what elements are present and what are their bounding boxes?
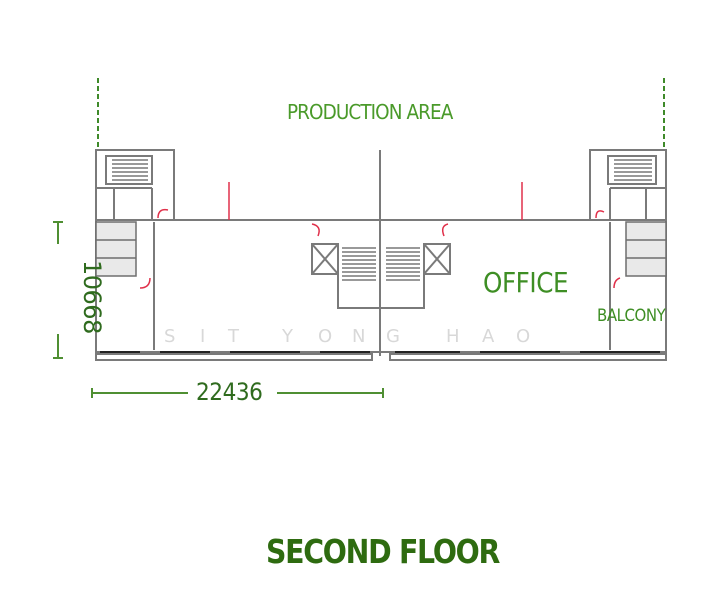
watermark-letter: H xyxy=(446,326,460,347)
left-toilet-door-swing xyxy=(139,277,151,289)
watermark-letter: T xyxy=(228,326,239,347)
dimension-lines xyxy=(53,221,384,398)
width-dimension-label: 22436 xyxy=(196,378,263,406)
watermark-letter: O xyxy=(318,326,333,347)
main-walls xyxy=(95,150,667,361)
left-core-door-swing xyxy=(157,208,169,219)
right-core-door-swing xyxy=(595,210,605,219)
central-stair-treads xyxy=(342,247,420,281)
partition-markers xyxy=(228,182,523,220)
production-area-label: PRODUCTION AREA xyxy=(287,100,453,124)
watermark-letter: S xyxy=(164,326,176,347)
watermark-letter: Y xyxy=(282,326,293,347)
office-label: OFFICE xyxy=(483,266,569,299)
watermark-letter: A xyxy=(482,326,495,347)
watermark-letter: I xyxy=(200,326,206,347)
central-core-door-swings xyxy=(311,223,449,237)
balcony-label: BALCONY xyxy=(597,306,666,326)
depth-dimension-label: 10668 xyxy=(78,260,106,334)
floor-title: SECOND FLOOR xyxy=(266,532,500,571)
central-core xyxy=(311,243,451,309)
left-stair-treads xyxy=(112,159,148,181)
left-toilets xyxy=(95,221,137,277)
watermark-letter: G xyxy=(386,326,400,347)
right-stair-treads xyxy=(614,159,652,181)
right-toilet-door-swing xyxy=(613,277,621,289)
right-toilets xyxy=(625,221,667,277)
watermark-letter: N xyxy=(352,326,366,347)
boundary-dashed-lines xyxy=(97,78,665,150)
watermark-letter: O xyxy=(516,326,531,347)
